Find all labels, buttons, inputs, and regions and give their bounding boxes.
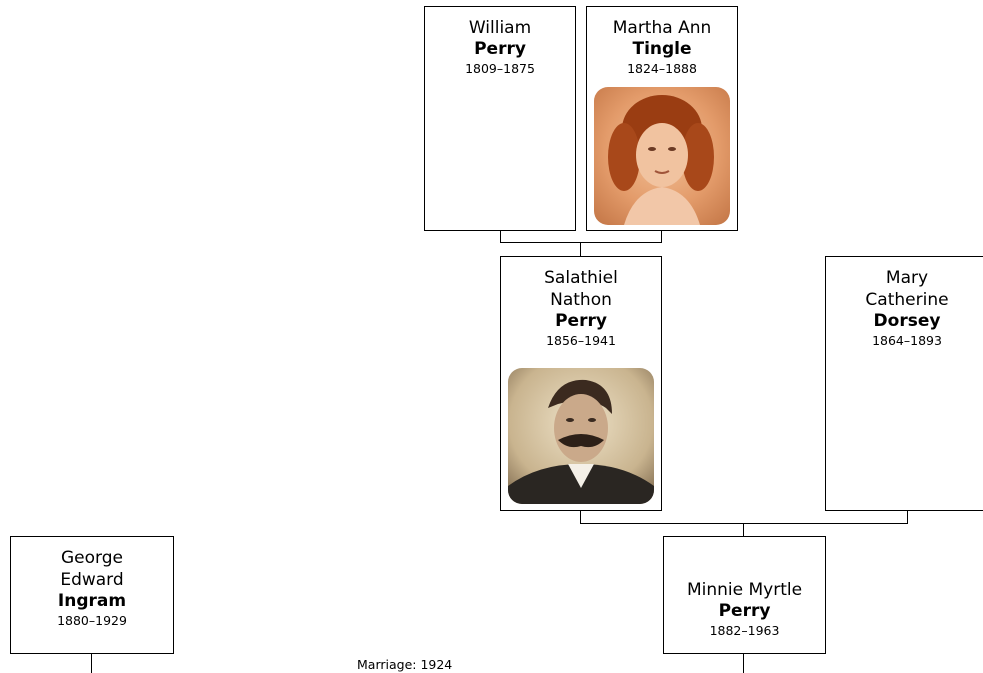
person-card-martha-ann-tingle[interactable]: Martha Ann Tingle 1824–1888 <box>586 6 738 231</box>
life-dates: 1824–1888 <box>627 61 697 76</box>
surname: Perry <box>555 311 607 331</box>
connector-line <box>907 511 908 524</box>
given-name: Mary <box>885 268 929 288</box>
connector-line <box>580 511 581 524</box>
life-dates: 1882–1963 <box>709 623 780 638</box>
person-card-salathiel-nathon-perry[interactable]: Salathiel Nathon Perry 1856–1941 <box>500 256 662 511</box>
surname: Perry <box>718 601 771 621</box>
given-name: Salathiel <box>544 268 618 288</box>
surname: Perry <box>474 39 526 59</box>
life-dates: 1856–1941 <box>546 333 616 348</box>
surname: Tingle <box>632 39 692 59</box>
connector-line <box>661 231 662 243</box>
given-name: Edward <box>60 570 124 590</box>
connector-line <box>580 242 581 257</box>
given-name: George <box>61 548 123 568</box>
portrait-photo <box>594 87 730 225</box>
life-dates: 1809–1875 <box>465 61 535 76</box>
connector-line <box>580 523 908 524</box>
given-name: Minnie Myrtle <box>686 580 803 600</box>
connector-line <box>743 654 744 673</box>
person-card-minnie-myrtle-perry[interactable]: Minnie Myrtle Perry 1882–1963 <box>663 536 826 654</box>
life-dates: 1880–1929 <box>57 613 127 628</box>
surname: Dorsey <box>873 311 941 331</box>
person-card-william-perry[interactable]: William Perry 1809–1875 <box>424 6 576 231</box>
portrait-photo <box>508 368 654 504</box>
connector-line <box>500 242 662 243</box>
marriage-label: Marriage: 1924 <box>357 657 453 672</box>
connector-line <box>91 654 92 673</box>
person-card-mary-catherine-dorsey[interactable]: Mary Catherine Dorsey 1864–1893 <box>825 256 983 511</box>
person-card-george-edward-ingram[interactable]: George Edward Ingram 1880–1929 <box>10 536 174 654</box>
given-name: Martha Ann <box>612 18 712 38</box>
given-name: Catherine <box>865 290 949 310</box>
connector-line <box>743 523 744 537</box>
given-name: William <box>468 18 532 38</box>
connector-line <box>500 231 501 243</box>
given-name: Nathon <box>550 290 612 310</box>
surname: Ingram <box>57 591 127 611</box>
life-dates: 1864–1893 <box>872 333 942 348</box>
